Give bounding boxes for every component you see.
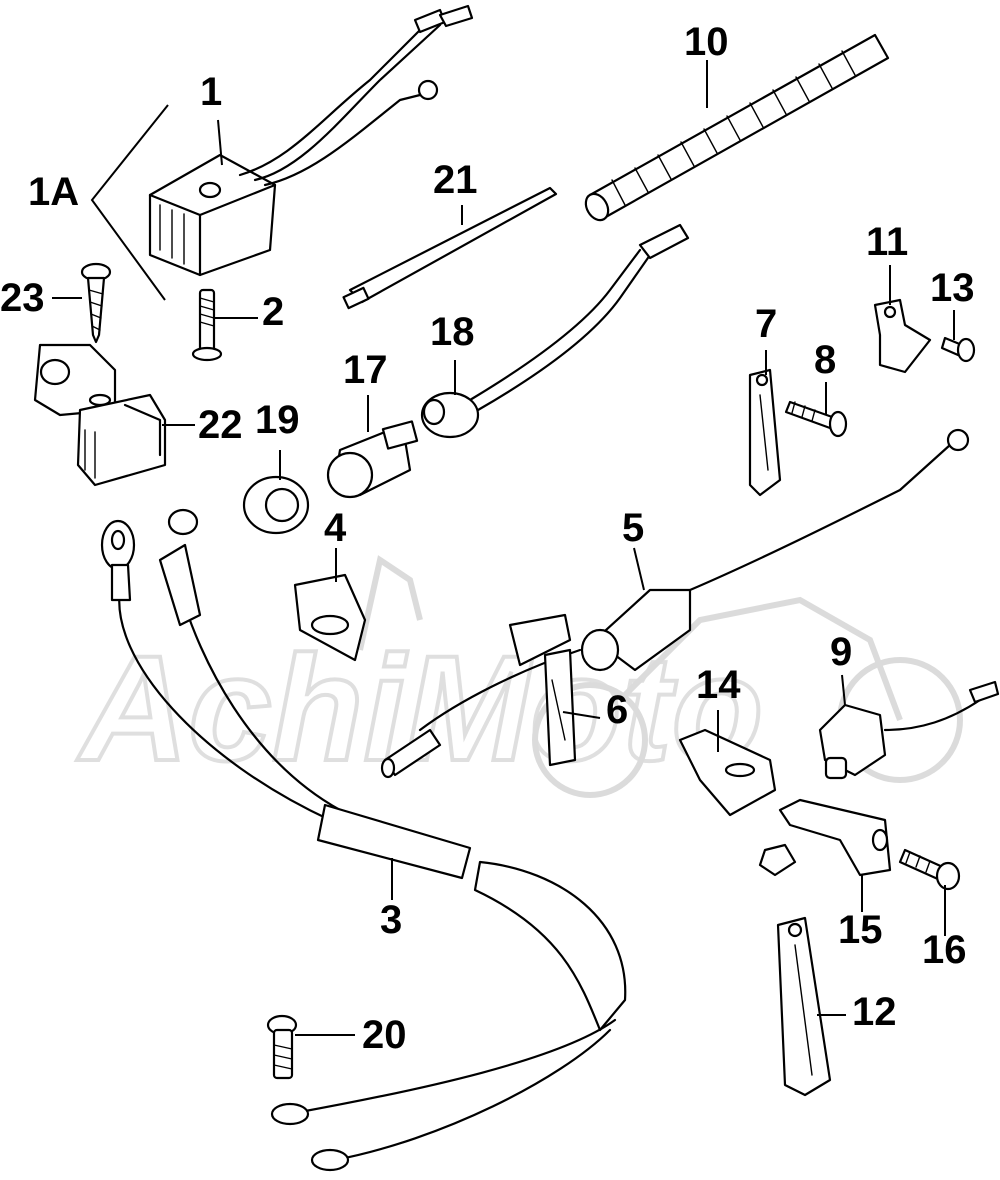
group-1a-bracket bbox=[90, 104, 169, 301]
part-16-bolt bbox=[898, 848, 961, 891]
callout-22: 22 bbox=[198, 403, 243, 447]
callout-23: 23 bbox=[0, 276, 45, 320]
part-12-long-clip bbox=[776, 916, 832, 1097]
leader-9 bbox=[841, 674, 846, 706]
part-22-bracket bbox=[33, 343, 167, 487]
leader-1 bbox=[217, 119, 223, 166]
callout-9: 9 bbox=[830, 630, 853, 674]
callout-10: 10 bbox=[684, 20, 729, 64]
callout-1a: 1A bbox=[28, 170, 80, 214]
callout-17: 17 bbox=[343, 348, 388, 392]
part-7-clip bbox=[748, 368, 782, 497]
callout-1: 1 bbox=[200, 70, 223, 114]
part-20-bolt bbox=[266, 1014, 298, 1080]
callout-21: 21 bbox=[433, 158, 478, 202]
callout-7: 7 bbox=[755, 302, 778, 346]
part-4-rubber-boot bbox=[293, 573, 367, 662]
callout-11: 11 bbox=[866, 220, 909, 264]
part-13-screw bbox=[940, 336, 976, 363]
callout-15: 15 bbox=[838, 908, 883, 952]
leader-6 bbox=[562, 711, 601, 719]
part-8-screw bbox=[784, 400, 848, 438]
part-6-clip bbox=[543, 648, 577, 767]
callout-3: 3 bbox=[380, 898, 403, 942]
callout-13: 13 bbox=[930, 266, 975, 310]
part-19-grommet bbox=[242, 475, 310, 535]
callout-12: 12 bbox=[852, 990, 897, 1034]
part-5-sensor-cable bbox=[380, 428, 970, 779]
part-21-cable-tie bbox=[342, 186, 558, 310]
callout-8: 8 bbox=[814, 338, 837, 382]
callout-4: 4 bbox=[324, 506, 347, 550]
part-11-clamp bbox=[873, 298, 932, 374]
callout-14: 14 bbox=[696, 663, 741, 707]
callout-18: 18 bbox=[430, 310, 475, 354]
callout-2: 2 bbox=[262, 290, 285, 334]
part-3-cable-harness bbox=[100, 508, 627, 1172]
callout-19: 19 bbox=[255, 398, 300, 442]
part-10-spiral-tube bbox=[584, 33, 890, 222]
callout-5: 5 bbox=[622, 506, 645, 550]
part-1-coil-unit bbox=[148, 4, 474, 277]
part-2-bolt bbox=[191, 288, 223, 362]
leader-lines bbox=[52, 60, 955, 1036]
callout-20: 20 bbox=[362, 1013, 407, 1057]
callout-6: 6 bbox=[606, 688, 629, 732]
part-17-switch-knob bbox=[326, 420, 419, 499]
part-14-bracket bbox=[678, 728, 777, 817]
leader-5 bbox=[633, 547, 645, 591]
part-23-screw bbox=[80, 262, 112, 344]
part-9-switch bbox=[818, 680, 1000, 780]
callout-16: 16 bbox=[922, 928, 967, 972]
part-18-switch-body bbox=[420, 223, 690, 439]
part-15-bracket bbox=[758, 798, 892, 877]
